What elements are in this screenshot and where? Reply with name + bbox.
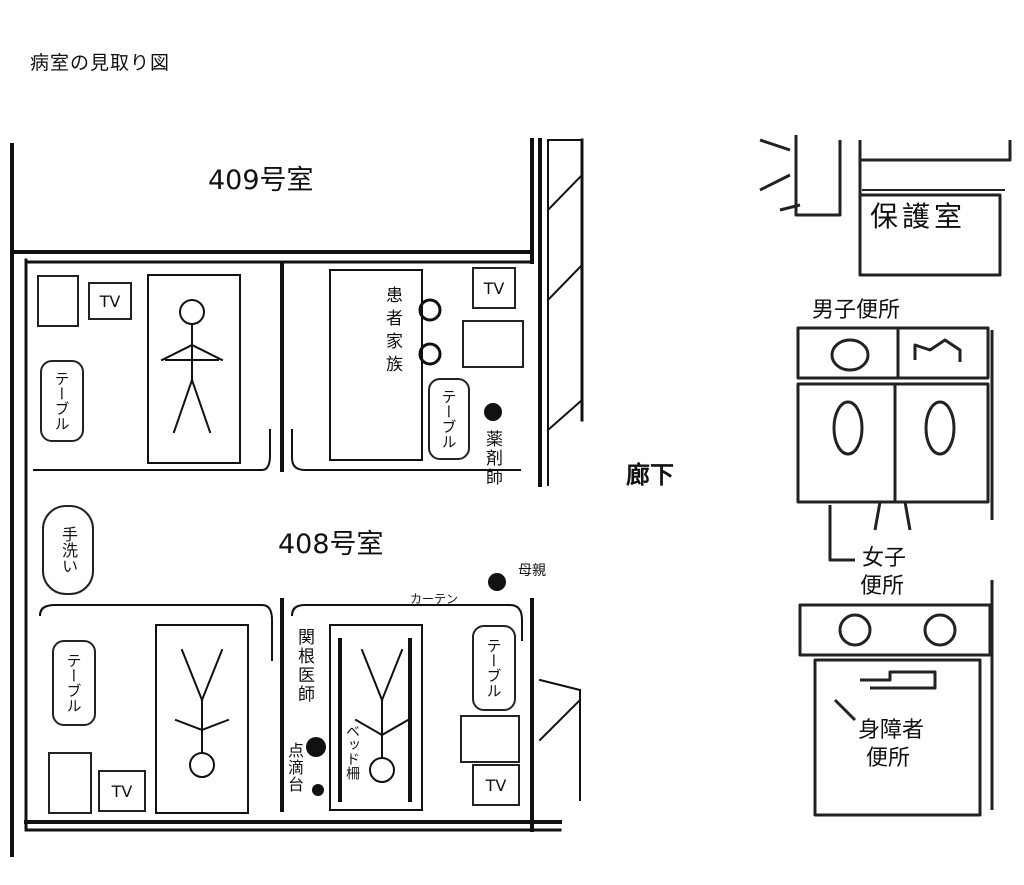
cabinet-top-right xyxy=(462,320,524,368)
tv-top-right: TV xyxy=(472,267,516,309)
protection-room-label: 保護室 xyxy=(870,200,967,233)
mens-toilet-label: 男子便所 xyxy=(812,298,901,323)
curtain-label: カーテン xyxy=(410,592,459,606)
corridor-label: 廊下 xyxy=(626,461,674,489)
table-bottom-right: テーブル xyxy=(472,625,516,711)
table-top-left: テーブル xyxy=(40,360,84,442)
patient-family-label: 患者家族 xyxy=(382,286,402,378)
accessible-toilet-label-2: 便所 xyxy=(866,746,911,771)
doctor-label: 関根医師 xyxy=(294,628,314,704)
room-408-label: 408号室 xyxy=(278,529,384,560)
cabinet-top-left xyxy=(37,275,79,327)
tv-bottom-left: TV xyxy=(98,770,146,812)
tv-bottom-right: TV xyxy=(472,764,520,806)
womens-toilet-label-2: 便所 xyxy=(860,574,905,599)
tv-top-left: TV xyxy=(88,282,132,320)
room-409-label: 409号室 xyxy=(208,165,314,196)
mother-label: 母親 xyxy=(518,563,546,579)
pharmacist-label: 薬剤師 xyxy=(482,430,502,487)
womens-toilet-label-1: 女子 xyxy=(862,546,907,571)
page-title: 病室の見取り図 xyxy=(30,52,171,74)
table-top-right: テーブル xyxy=(428,378,470,460)
bed-rail-label: ベッド柵 xyxy=(344,724,360,780)
cabinet-bottom-left xyxy=(48,752,92,814)
sink: 手洗い xyxy=(42,505,94,595)
accessible-toilet-label-1: 身障者 xyxy=(858,718,925,743)
cabinet-bottom-right xyxy=(460,715,520,763)
table-bottom-left: テーブル xyxy=(52,640,96,726)
drip-stand-label: 点滴台 xyxy=(285,742,304,793)
